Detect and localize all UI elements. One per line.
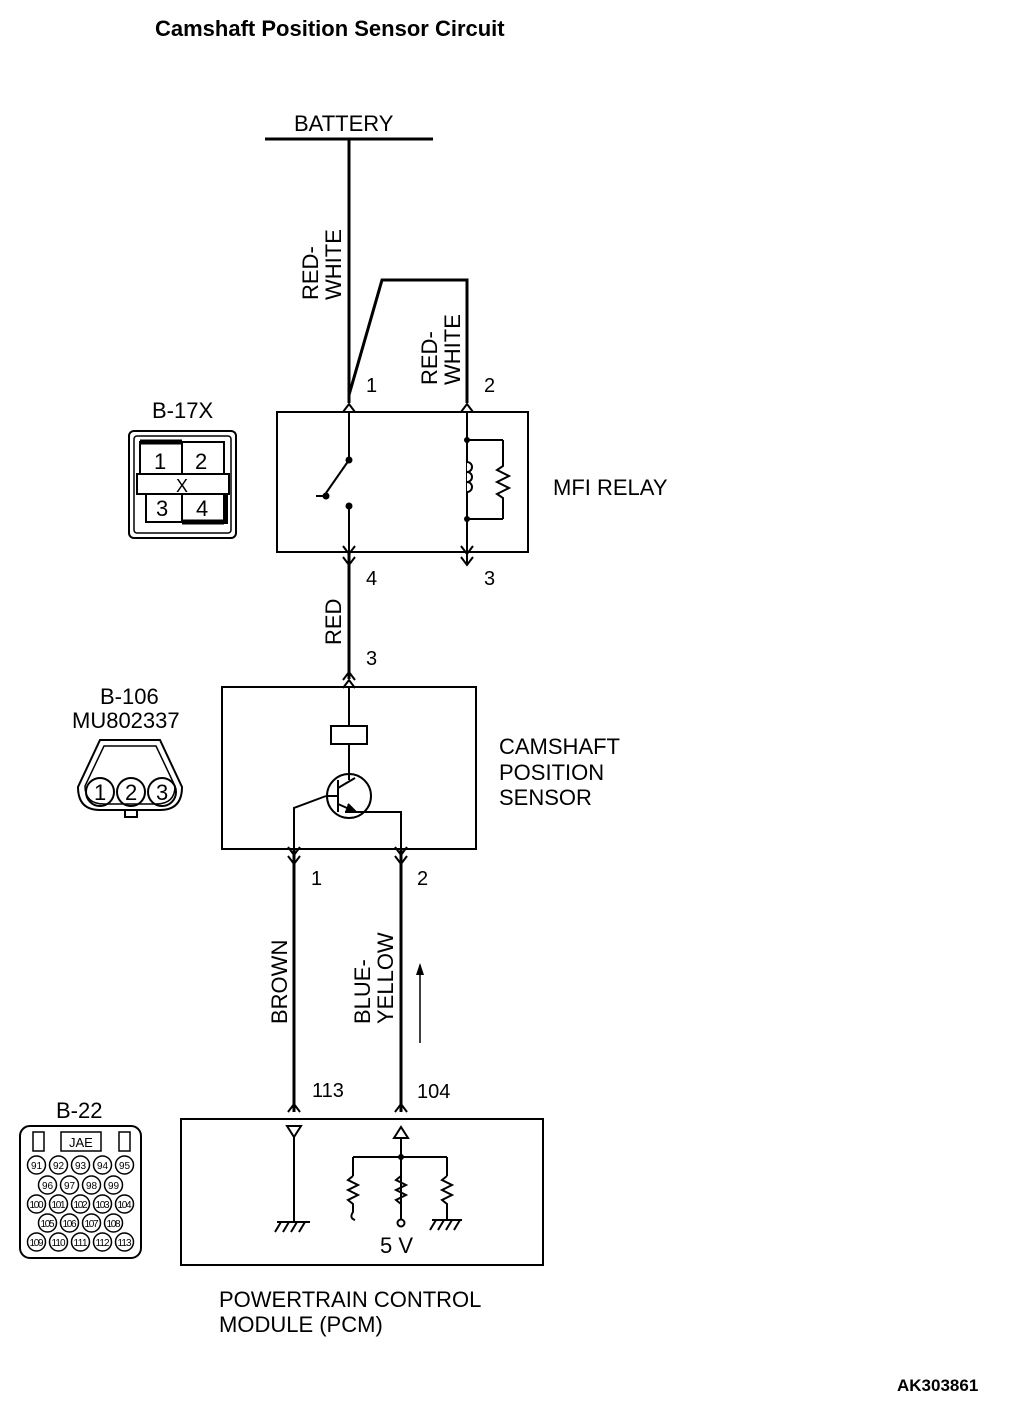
b22-pin: [114, 1194, 135, 1214]
relay-pin-3: 3: [484, 568, 495, 590]
b22-pin: [92, 1155, 113, 1175]
pcm-pin-104: 104: [417, 1081, 450, 1103]
b22-pin: [103, 1213, 124, 1233]
pcm-voltage: 5 V: [380, 1233, 413, 1258]
b106-pin-3: 3: [156, 780, 168, 805]
signal-direction-arrow-icon: [416, 963, 424, 1043]
b17x-pin-3: 3: [156, 496, 168, 521]
camshaft-sensor: [221, 671, 477, 866]
b22-pin: [59, 1213, 80, 1233]
wire-label-blue-yellow: BLUE-YELLOW: [350, 932, 398, 1024]
mfi-relay: [276, 403, 529, 567]
b22-pin: [26, 1194, 47, 1214]
b22-pin-label: 101: [52, 1200, 66, 1211]
pcm-label-1: POWERTRAIN CONTROL: [219, 1287, 481, 1312]
sensor-pin-3: 3: [366, 648, 377, 670]
sensor-pin-1: 1: [311, 868, 322, 890]
pcm: [180, 1103, 544, 1266]
b22-pin-label: 91: [31, 1161, 43, 1172]
b22-pin-grid: 91 92 93 94 95 96 97 98 99 100 101 102 103 104 105 106 1…: [26, 1155, 135, 1252]
b22-pin: [26, 1232, 47, 1252]
wire-label-red-white-2: RED-WHITE: [417, 314, 465, 385]
relay-pin-2: 2: [484, 375, 495, 397]
b22-pin: [114, 1155, 135, 1175]
b22-pin-label: 98: [86, 1181, 98, 1192]
b22-pin-label: 107: [85, 1219, 99, 1230]
b22-pin: [48, 1155, 69, 1175]
b22-pin-label: 104: [118, 1200, 132, 1211]
b22-pin-label: 113: [118, 1238, 132, 1249]
mfi-relay-label: MFI RELAY: [553, 475, 668, 500]
b22-pin: [48, 1232, 69, 1252]
b22-pin-label: 92: [53, 1161, 65, 1172]
b22-pin-label: 111: [74, 1238, 88, 1249]
relay-pin-4: 4: [366, 568, 377, 590]
diagram-title: Camshaft Position Sensor Circuit: [155, 16, 505, 41]
b106-pin-1: 1: [94, 780, 106, 805]
figure-code: AK303861: [897, 1376, 978, 1395]
b17x-pin-2: 2: [195, 449, 207, 474]
b22-pin: [26, 1155, 47, 1175]
b22-pin: [92, 1194, 113, 1214]
b22-pin-label: 97: [64, 1181, 76, 1192]
b22-pin: [114, 1232, 135, 1252]
b22-pin-label: 94: [97, 1161, 109, 1172]
connector-b106-name: B-106: [100, 684, 159, 709]
b22-pin: [70, 1232, 91, 1252]
connector-b22: 91 92 93 94 95 96 97 98 99 100 101 102 103 104 105 106 1…: [19, 1125, 142, 1259]
wire-branch-relay-pin2: [347, 278, 469, 403]
b22-pin-label: 99: [108, 1181, 120, 1192]
connector-b22-name: B-22: [56, 1098, 102, 1123]
relay-pin-1: 1: [366, 375, 377, 397]
wire-label-red-white-1: RED-WHITE: [298, 229, 346, 300]
b22-pin: [37, 1175, 58, 1195]
b17x-pin-4: 4: [196, 496, 208, 521]
camshaft-sensor-label-1: CAMSHAFT: [499, 734, 620, 759]
b22-pin: [103, 1175, 124, 1195]
camshaft-sensor-label-3: SENSOR: [499, 785, 592, 810]
camshaft-sensor-label-2: POSITION: [499, 760, 604, 785]
connector-b17x-name: B-17X: [152, 398, 213, 423]
b17x-pin-1: 1: [154, 449, 166, 474]
b22-pin-label: 96: [42, 1181, 54, 1192]
b22-maker: JAE: [69, 1135, 93, 1150]
b22-pin-label: 105: [41, 1219, 55, 1230]
b22-pin-label: 112: [96, 1238, 110, 1249]
b22-pin: [70, 1194, 91, 1214]
pcm-label-2: MODULE (PCM): [219, 1312, 383, 1337]
b22-pin: [48, 1194, 69, 1214]
battery-label: BATTERY: [294, 111, 394, 136]
b22-pin: [59, 1175, 80, 1195]
b22-pin: [81, 1213, 102, 1233]
b22-pin-label: 110: [52, 1238, 66, 1249]
wire-label-brown: BROWN: [267, 940, 292, 1024]
b22-pin-label: 95: [119, 1161, 131, 1172]
connector-b106: [76, 739, 184, 818]
b22-pin-label: 106: [63, 1219, 77, 1230]
b22-pin-label: 103: [96, 1200, 110, 1211]
sensor-pin-2: 2: [417, 868, 428, 890]
b22-pin: [37, 1213, 58, 1233]
b22-pin-label: 108: [107, 1219, 121, 1230]
connector-b106-part: MU802337: [72, 708, 180, 733]
b22-pin: [92, 1232, 113, 1252]
b17x-mark: X: [176, 476, 188, 496]
wire-label-red: RED: [321, 599, 346, 645]
connector-b17x: [128, 430, 237, 539]
b22-pin-label: 100: [30, 1200, 44, 1211]
b22-pin: [70, 1155, 91, 1175]
b106-pin-2: 2: [125, 780, 137, 805]
pcm-pin-113: 113: [312, 1080, 344, 1102]
b22-pin: [81, 1175, 102, 1195]
b22-pin-label: 93: [75, 1161, 87, 1172]
b22-pin-label: 109: [30, 1238, 44, 1249]
b22-pin-label: 102: [74, 1200, 88, 1211]
